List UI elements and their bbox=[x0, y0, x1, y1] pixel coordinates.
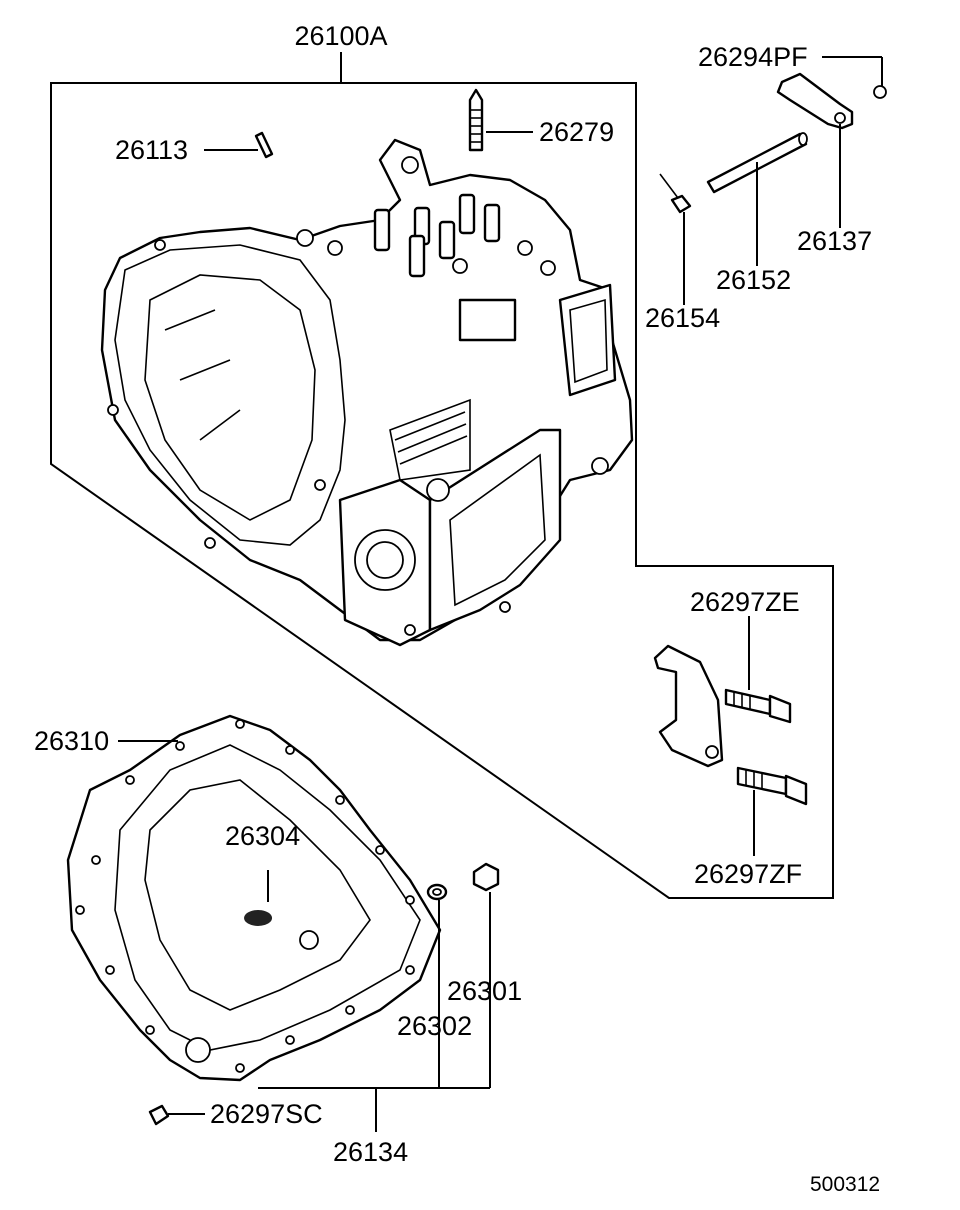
part-26301-plug bbox=[472, 862, 500, 1088]
part-26113-pin bbox=[204, 131, 274, 159]
part-26294PF-ring bbox=[873, 85, 887, 99]
bracket-and-bolts bbox=[653, 616, 808, 856]
label-26297ZF: 26297ZF bbox=[694, 859, 802, 889]
label-26154: 26154 bbox=[645, 303, 720, 333]
label-26302: 26302 bbox=[397, 1011, 472, 1041]
label-26152: 26152 bbox=[716, 265, 791, 295]
drain-fitting bbox=[299, 930, 319, 950]
label-26294PF: 26294PF bbox=[698, 42, 808, 72]
label-26279: 26279 bbox=[539, 117, 614, 147]
part-26297SC-bolt bbox=[148, 1104, 205, 1126]
part-26152-shaft bbox=[706, 132, 808, 266]
label-26310: 26310 bbox=[34, 726, 109, 756]
label-26304: 26304 bbox=[225, 821, 300, 851]
label-26297SC: 26297SC bbox=[210, 1099, 323, 1129]
label-26137: 26137 bbox=[797, 226, 872, 256]
part-26279-stud bbox=[468, 88, 533, 152]
part-26154-clip bbox=[659, 173, 692, 305]
transmission-case-illustration bbox=[100, 138, 634, 647]
part-26304-plug bbox=[244, 910, 273, 926]
label-26297ZE: 26297ZE bbox=[690, 587, 800, 617]
part-26310-oil-pan bbox=[66, 714, 442, 1082]
label-26100A: 26100A bbox=[294, 21, 387, 51]
assembly-boundary bbox=[50, 82, 834, 899]
part-26302-washer bbox=[426, 883, 448, 1088]
label-26113: 26113 bbox=[115, 135, 188, 165]
figure-id: 500312 bbox=[810, 1173, 880, 1196]
label-26301: 26301 bbox=[447, 976, 522, 1006]
part-26137-lever bbox=[776, 56, 887, 228]
label-26134: 26134 bbox=[333, 1137, 408, 1167]
